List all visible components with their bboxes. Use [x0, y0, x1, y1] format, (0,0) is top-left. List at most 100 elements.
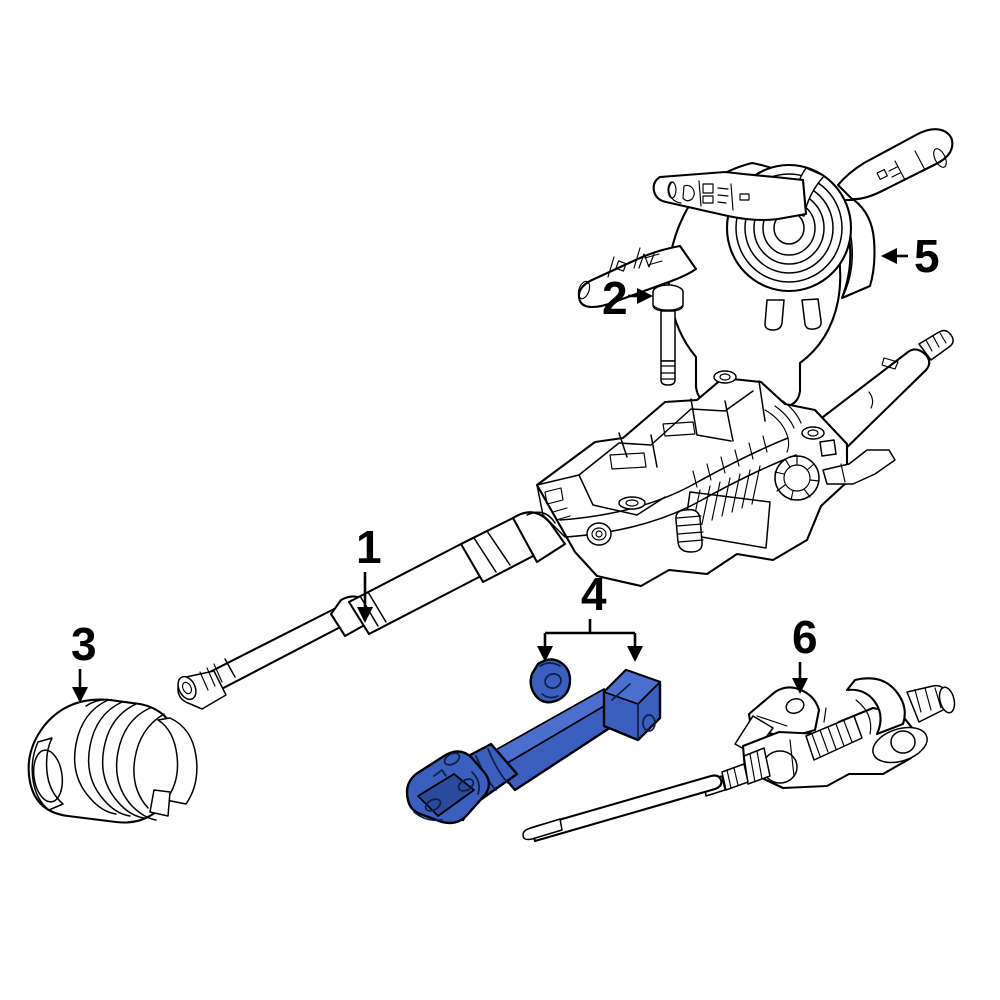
uj-yoke-hole-3 [443, 752, 461, 766]
stalk-ll-symbol-zigzag [638, 253, 655, 269]
bolt-thread-lines [660, 365, 676, 380]
shaft-housing-flange [511, 511, 567, 564]
gear-body-line-1 [789, 739, 795, 777]
clamp-nut-top-edge [539, 662, 561, 667]
boot-left-collar [31, 737, 64, 811]
clamp-nut-body [529, 658, 572, 704]
switch-leg-right [801, 298, 822, 330]
stalk-ll-div [607, 247, 641, 278]
upper-shaft-seam [868, 391, 874, 409]
stalk-ul-symbol-knob [682, 184, 695, 202]
housing-left-lines [552, 507, 571, 521]
uj-end-block-hole [642, 714, 656, 732]
part-steering-column-housing[interactable] [535, 329, 954, 588]
boot-left-opening [32, 749, 64, 803]
housing-edge-a [618, 432, 628, 458]
callout-1-arrowhead [357, 607, 373, 623]
clockspring-ring-4 [735, 173, 843, 283]
switch-leg-left [764, 299, 785, 331]
housing-side-ear-hole [807, 429, 819, 437]
stalk-ur-div [894, 150, 926, 181]
housing-lower-ear [618, 496, 646, 510]
switch-stalk-upper-left [652, 170, 808, 222]
bolt-shank [660, 310, 676, 362]
stalk-ul-endcap [667, 181, 677, 199]
boot-rib-5 [133, 713, 165, 809]
housing-curve-detail3 [782, 400, 802, 424]
part-input-rod[interactable] [522, 774, 723, 843]
boot-rib-1 [73, 699, 117, 815]
gear-ribbed-collar [805, 715, 863, 761]
stalk-ll-endcap [577, 280, 591, 300]
housing-slot-1 [609, 452, 647, 470]
uj-yoke-slot [433, 769, 447, 777]
callout-6: 6 [792, 611, 818, 694]
callout-1: 1 [356, 521, 382, 623]
bolt-head-bevel [652, 304, 684, 311]
housing-curve-detail2 [774, 405, 795, 429]
shaft-end-bore [181, 681, 193, 695]
shaft-ring-3 [473, 537, 497, 573]
callout-6-number: 6 [792, 611, 818, 663]
shaft-spline-shoulder [224, 658, 236, 678]
housing-edge-b [650, 434, 658, 468]
switch-stalk-lower-left [577, 244, 698, 309]
clamp-nut-hole [544, 673, 562, 689]
gear-body-line-3 [823, 707, 827, 723]
housing-coil-lines [676, 515, 704, 543]
callout-5-arrowhead [881, 248, 897, 264]
callout-4: 4 [537, 568, 643, 662]
housing-edge-c [690, 398, 732, 442]
housing-pivot-ring [591, 527, 607, 541]
uj-yoke-edge-right [471, 771, 480, 795]
gear-flange-edge [756, 715, 788, 727]
housing-edge-e [758, 380, 766, 422]
stalk-ul-div2 [730, 183, 734, 211]
part-combination-switch-clockspring[interactable] [576, 128, 954, 409]
gear-right-endcap [938, 686, 956, 714]
upper-shaft-spline-lines [925, 332, 947, 352]
stalk-ul-cap-edge [668, 181, 682, 204]
housing-left-notch [544, 487, 564, 505]
part-mounting-bolt[interactable] [652, 284, 684, 386]
gear-input-stub [721, 763, 749, 791]
stalk-ul-symbol-lines [717, 187, 729, 204]
gear-input-stub-ribs [726, 767, 739, 789]
housing-pivot-hole [595, 530, 603, 538]
callout-3: 3 [71, 618, 97, 703]
stalk-ul-div1 [698, 180, 702, 207]
part-steering-boot-bellows[interactable] [27, 698, 198, 824]
housing-lower-ear-hole [625, 499, 639, 507]
part-steering-shaft[interactable] [175, 511, 567, 710]
input-rod-highlight [535, 817, 565, 827]
part-intermediate-shaft-assembly[interactable] [405, 658, 662, 825]
callout-5: 5 [881, 230, 940, 282]
part-clamp-nut[interactable] [529, 658, 572, 704]
housing-rib-band-top [559, 437, 789, 521]
housing-slot-2 [662, 421, 696, 437]
housing-side-ear [801, 426, 825, 440]
gear-body-line-2 [855, 699, 872, 735]
uj-end-block-detail [611, 683, 631, 701]
upper-shaft-keyway [881, 357, 899, 370]
housing-face-1 [578, 474, 666, 516]
input-rod-body [529, 774, 723, 843]
boot-top-ridge [85, 698, 113, 707]
housing-left-facet [536, 484, 566, 538]
housing-small-boss [819, 439, 837, 457]
housing-edge-d [724, 400, 734, 442]
uj-yoke-hole-2 [457, 778, 475, 792]
stalk-ur-endcap [933, 148, 947, 168]
gear-collar-ribs [811, 720, 853, 757]
shaft-ring-2 [367, 591, 387, 623]
stalk-ul-symbol-sq3 [739, 193, 750, 201]
gear-flange-hole [785, 697, 805, 715]
gear-left-collar-ribs [749, 750, 763, 783]
callout-1-number: 1 [356, 521, 382, 573]
part-intermediate-shaft[interactable] [405, 668, 662, 825]
callout-4-number: 4 [581, 568, 607, 620]
housing-top-ear-hole [719, 373, 731, 381]
housing-pivot-boss [586, 522, 612, 546]
part-steering-gear-pinion-housing[interactable] [703, 677, 957, 797]
